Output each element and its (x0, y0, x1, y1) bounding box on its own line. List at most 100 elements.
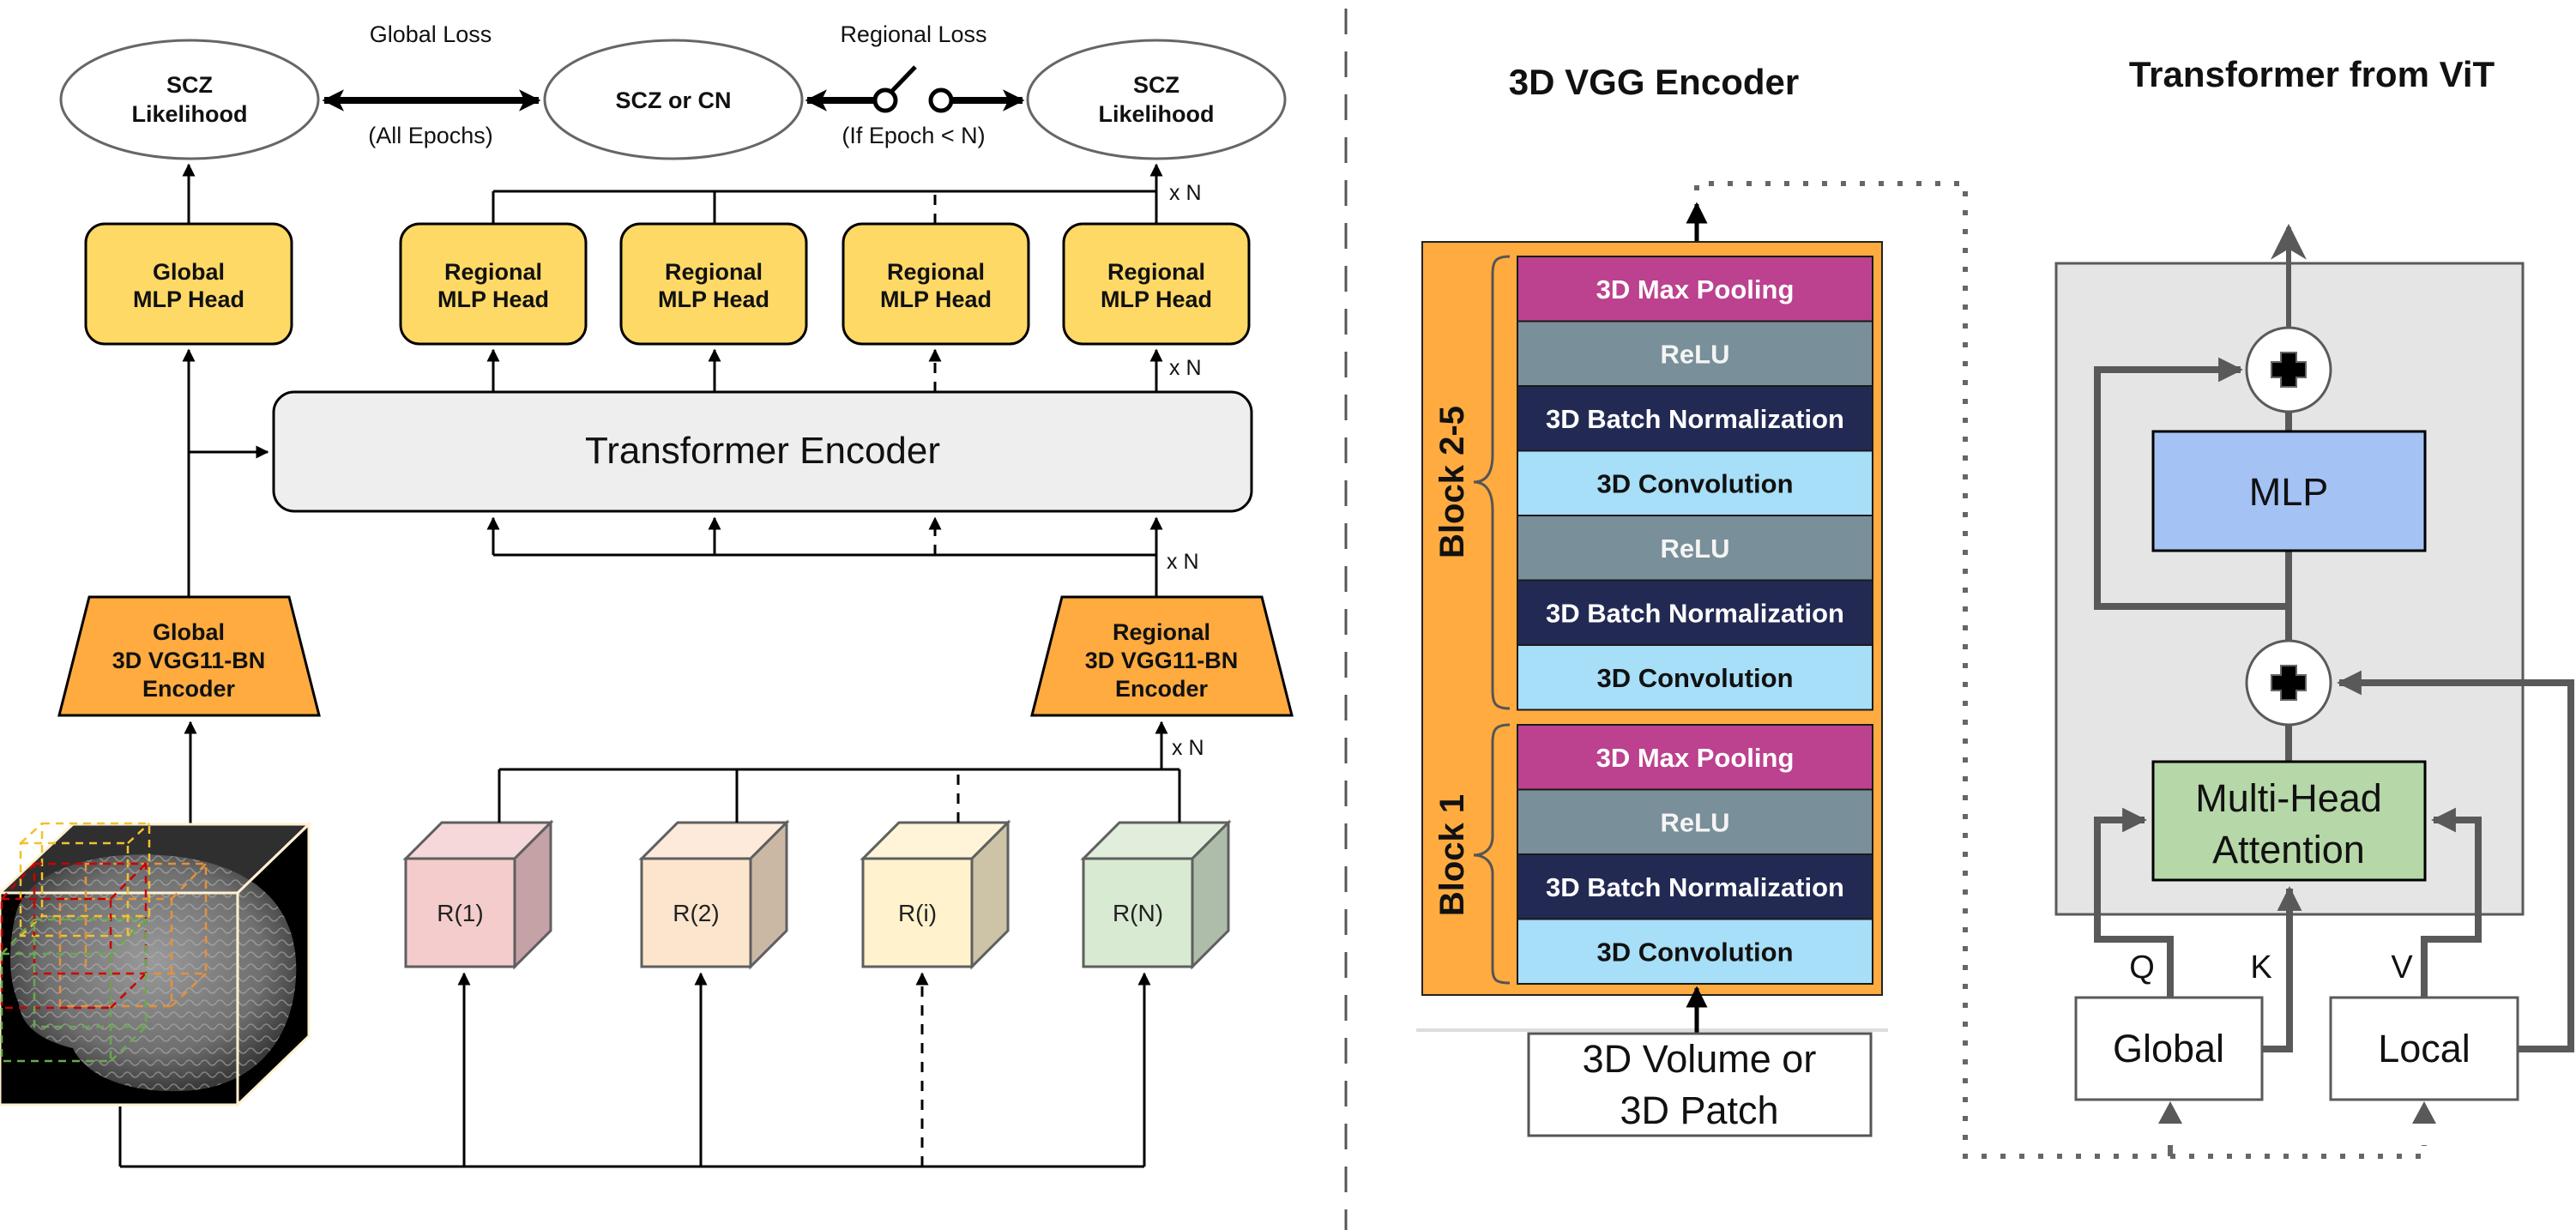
v-label: V (2391, 950, 2413, 986)
regional-head-line2: MLP Head (880, 286, 992, 312)
vgg-layer-conv: 3D Convolution (1517, 449, 1873, 516)
regional-loss: Regional Loss (If Epoch < N) (805, 21, 1025, 148)
local-input-box: Local (2329, 996, 2519, 1101)
regional-head-line2: MLP Head (1101, 286, 1212, 312)
key-path (2262, 886, 2302, 1052)
value-path (2421, 807, 2482, 998)
vgg-layer-bn: 3D Batch Normalization (1517, 853, 1873, 920)
left-panel: SCZ Likelihood SCZ or CN SCZ Likelihood … (0, 21, 1294, 1168)
global-output-node: SCZ Likelihood (59, 39, 320, 160)
query-path (2094, 807, 2174, 998)
regional-loss-title: Regional Loss (840, 21, 986, 47)
brain-scan-icon (10, 854, 297, 1092)
vgg-layer-label: 3D Batch Normalization (1546, 598, 1844, 628)
global-mlp-head: Global MLP Head (84, 222, 293, 346)
vgg-layer-label: 3D Batch Normalization (1546, 872, 1844, 902)
vgg-input-line2: 3D Patch (1620, 1088, 1778, 1132)
region-cube: R(1) (402, 769, 554, 970)
switch-contact-right (928, 87, 954, 113)
global-output-line1: SCZ (166, 72, 213, 98)
region-label: R(2) (673, 900, 719, 926)
switch-lever (890, 65, 917, 93)
vgg-layer-label: 3D Convolution (1596, 468, 1793, 498)
regional-head-line1: Regional (1107, 259, 1205, 285)
regional-head-line1: Regional (887, 259, 985, 285)
global-head-line2: MLP Head (133, 286, 244, 312)
region-cube: R(i) (860, 769, 1011, 970)
transformer-encoder: Transformer Encoder (272, 390, 1253, 513)
vgg-layer-label: ReLU (1661, 534, 1730, 564)
repeat-label-top: x N (1169, 181, 1202, 205)
vgg-layer-label: ReLU (1661, 807, 1730, 837)
global-head-line1: Global (153, 259, 225, 285)
regional-encoder-line3: Encoder (1115, 676, 1209, 702)
vgg-layer-bn: 3D Batch Normalization (1517, 385, 1873, 452)
mlp-label: MLP (2249, 470, 2329, 514)
region-label: R(N) (1113, 900, 1163, 926)
transformer-input-arrows (486, 516, 1163, 555)
brain-volume-image (0, 821, 312, 1108)
global-output-line2: Likelihood (132, 101, 248, 127)
region-cube: R(2) (638, 769, 790, 970)
regional-output-line2: Likelihood (1099, 101, 1215, 127)
local-input-label: Local (2378, 1027, 2470, 1070)
vgg-layer-label: 3D Batch Normalization (1546, 404, 1844, 434)
regional-encoder-line2: 3D VGG11-BN (1085, 648, 1239, 673)
multi-head-attention-block: Multi-Head Attention (2151, 760, 2427, 882)
regional-encoder: Regional 3D VGG11-BN Encoder (1030, 595, 1294, 717)
vgg-input-line1: 3D Volume or (1583, 1037, 1817, 1081)
regional-output-line1: SCZ (1133, 72, 1179, 98)
mlp-block: MLP (2151, 430, 2427, 552)
global-encoder: Global 3D VGG11-BN Encoder (57, 595, 321, 717)
global-encoder-line2: 3D VGG11-BN (112, 648, 266, 673)
vgg-layer-relu: ReLU (1517, 515, 1873, 582)
regional-head-line2: MLP Head (437, 286, 549, 312)
regional-head-line2: MLP Head (658, 286, 769, 312)
repeat-label-encoder: x N (1172, 736, 1204, 760)
vgg-layer-bn: 3D Batch Normalization (1517, 579, 1873, 646)
global-loss-note: (All Epochs) (368, 123, 493, 148)
global-input-box: Global (2074, 996, 2264, 1101)
vgg-layer-conv: 3D Convolution (1517, 918, 1873, 985)
local-input-arrowhead (2412, 1101, 2436, 1124)
global-loss-title: Global Loss (370, 21, 492, 47)
plus-icon (2271, 352, 2307, 388)
block-2-5-label: Block 2-5 (1433, 406, 1471, 558)
add-node-upper (2245, 326, 2332, 413)
regional-output-node: SCZ Likelihood (1026, 39, 1287, 160)
vgg-layer-label: 3D Convolution (1596, 663, 1793, 693)
block-2-5-brace (1473, 255, 1511, 710)
transformer-encoder-label: Transformer Encoder (585, 430, 940, 472)
label-node-text: SCZ or CN (616, 87, 732, 113)
k-label: K (2250, 950, 2271, 986)
switch-contact-left (872, 87, 898, 113)
vgg-layer-pool: 3D Max Pooling (1517, 256, 1873, 323)
q-label: Q (2129, 950, 2155, 986)
region-label: R(i) (898, 900, 937, 926)
regional-encoder-line1: Regional (1113, 619, 1210, 645)
vgg-input-box: 3D Volume or 3D Patch (1527, 1032, 1873, 1137)
attention-line1: Multi-Head (2195, 776, 2382, 820)
regional-head-line1: Regional (444, 259, 542, 285)
region-cubes: R(1) R(2) R(i) R(N) (402, 769, 1232, 970)
patch-boxes (0, 822, 208, 1063)
vgg-layer-conv: 3D Convolution (1517, 644, 1873, 711)
vgg-layer-relu: ReLU (1517, 788, 1873, 855)
vit-title: Transformer from ViT (2129, 54, 2495, 94)
plus-icon (2271, 665, 2307, 701)
vgg-layer-label: 3D Convolution (1596, 937, 1793, 967)
vgg-layer-relu: ReLU (1517, 320, 1873, 387)
region-label: R(1) (437, 900, 483, 926)
attention-line2: Attention (2212, 828, 2365, 871)
vgg-layer-label: ReLU (1661, 339, 1730, 369)
region-input-arrows (457, 972, 1151, 1167)
vgg-layer-label: 3D Max Pooling (1596, 274, 1795, 304)
residual-connection-lower (2337, 670, 2574, 1052)
vgg-layer-label: 3D Max Pooling (1596, 743, 1795, 773)
